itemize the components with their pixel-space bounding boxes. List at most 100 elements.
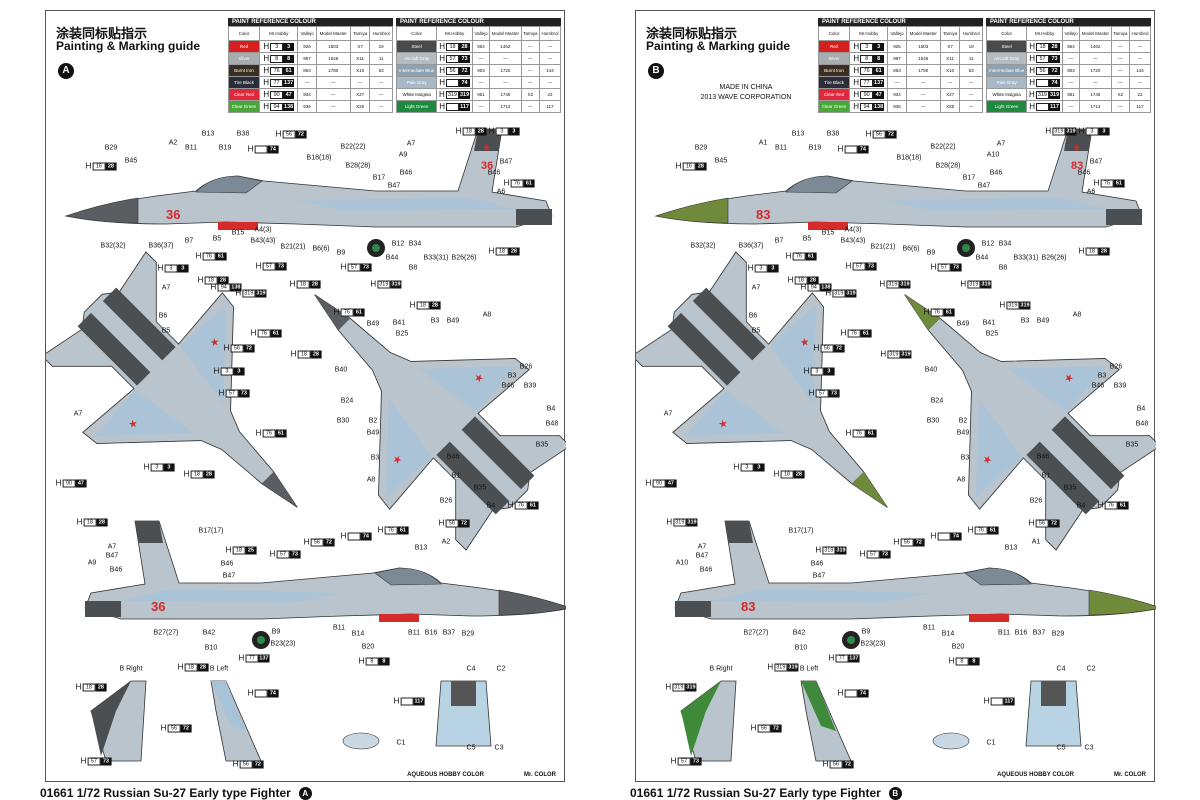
- tamiya-code: X2: [1110, 88, 1130, 101]
- part-callout: A2: [168, 139, 178, 147]
- hobby-code: 3: [270, 42, 284, 51]
- hobby-marker: H: [269, 549, 276, 559]
- hobby-marker: H: [767, 662, 774, 672]
- table-caption: PAINT REFERENCE COLOUR: [396, 18, 561, 26]
- hobby-marker: H: [507, 500, 514, 510]
- part-callout: B3: [430, 317, 440, 325]
- mr-color-code: 28: [197, 663, 209, 671]
- hobby-marker: H: [837, 688, 844, 698]
- part-callout: B7: [184, 237, 194, 245]
- part-callout: B27(27): [743, 629, 769, 637]
- part-callout: B6(6): [902, 245, 920, 253]
- part-callout: B30: [336, 417, 350, 425]
- fin-right: [680, 680, 737, 762]
- part-callout: B49: [366, 320, 380, 328]
- part-callout: B29: [1051, 630, 1065, 638]
- part-callout: B43(43): [250, 237, 276, 245]
- color-swatch: White Insignia: [985, 88, 1028, 101]
- mr-color-code: 61: [987, 526, 999, 534]
- mr-color-code: 28: [429, 301, 441, 309]
- hobby-code: [446, 102, 459, 111]
- hobby-marker: H: [439, 90, 445, 99]
- hobby-code: 3: [740, 463, 754, 471]
- part-callout: B47: [812, 572, 826, 580]
- hobby-code: 56: [872, 130, 886, 138]
- part-callout: B33(31): [423, 254, 449, 262]
- tamiya-code: X25: [349, 100, 371, 113]
- part-callout: B11: [333, 624, 345, 632]
- intake-flap: [969, 614, 1009, 622]
- part-callout: B3: [1020, 317, 1030, 325]
- part-callout: A1: [1031, 538, 1041, 546]
- part-callout: B49: [956, 320, 970, 328]
- hobby-code: 18: [462, 127, 476, 135]
- hobby-code: 94: [217, 283, 231, 291]
- side-view-aircraft: 36 36 ★: [64, 128, 553, 257]
- hobby-code: 76: [792, 252, 806, 260]
- hobby-marker: H: [665, 682, 672, 692]
- part-callout: B42: [202, 629, 216, 637]
- hobby-marker: H: [1029, 54, 1035, 63]
- mr-color-code: 137: [283, 78, 295, 87]
- part-callout: B Right: [119, 665, 143, 673]
- part-callout: B2: [958, 417, 968, 425]
- part-callout: A9: [398, 151, 408, 159]
- hobby-code: 57: [87, 757, 101, 765]
- part-callout: A9: [87, 559, 97, 567]
- part-callout: B25: [395, 330, 409, 338]
- mr-color-code: 138: [230, 283, 242, 291]
- cockpit-tub: [435, 680, 492, 747]
- hobby-marker: H: [879, 279, 886, 289]
- red-star: ★: [482, 143, 491, 154]
- part-callout: B40: [924, 366, 938, 374]
- part-callout: B17(17): [788, 527, 814, 535]
- mr-color-code: 3: [163, 463, 175, 471]
- hobby-code: 77: [270, 78, 284, 87]
- engine-nozzle: [516, 209, 552, 225]
- canopy: [785, 175, 853, 194]
- part-callout: B9: [271, 628, 281, 636]
- mr-color-code: 74: [267, 145, 279, 153]
- hobby-code: 18: [495, 247, 509, 255]
- hobby-marker: H: [803, 366, 810, 376]
- part-callout: B33(31): [1013, 254, 1039, 262]
- mr-color-code: 72: [885, 130, 897, 138]
- part-callout: A6: [496, 188, 506, 196]
- hobby-marker: H: [340, 262, 347, 272]
- title-english: Painting & Marking guide: [56, 39, 201, 53]
- mr-color-code: 72: [1048, 519, 1060, 527]
- hobby-marker: H: [235, 288, 242, 298]
- mr-color-code: 28: [695, 162, 707, 170]
- canopy: [195, 175, 263, 194]
- aircraft-number: 83: [756, 207, 770, 222]
- hobby-code: 18: [296, 280, 310, 288]
- part-callout: B46: [699, 566, 713, 574]
- hobby-code: [1036, 78, 1049, 87]
- hobby-code: 319: [967, 280, 981, 288]
- hobby-code: 94: [860, 102, 874, 111]
- hobby-marker: H: [358, 656, 365, 666]
